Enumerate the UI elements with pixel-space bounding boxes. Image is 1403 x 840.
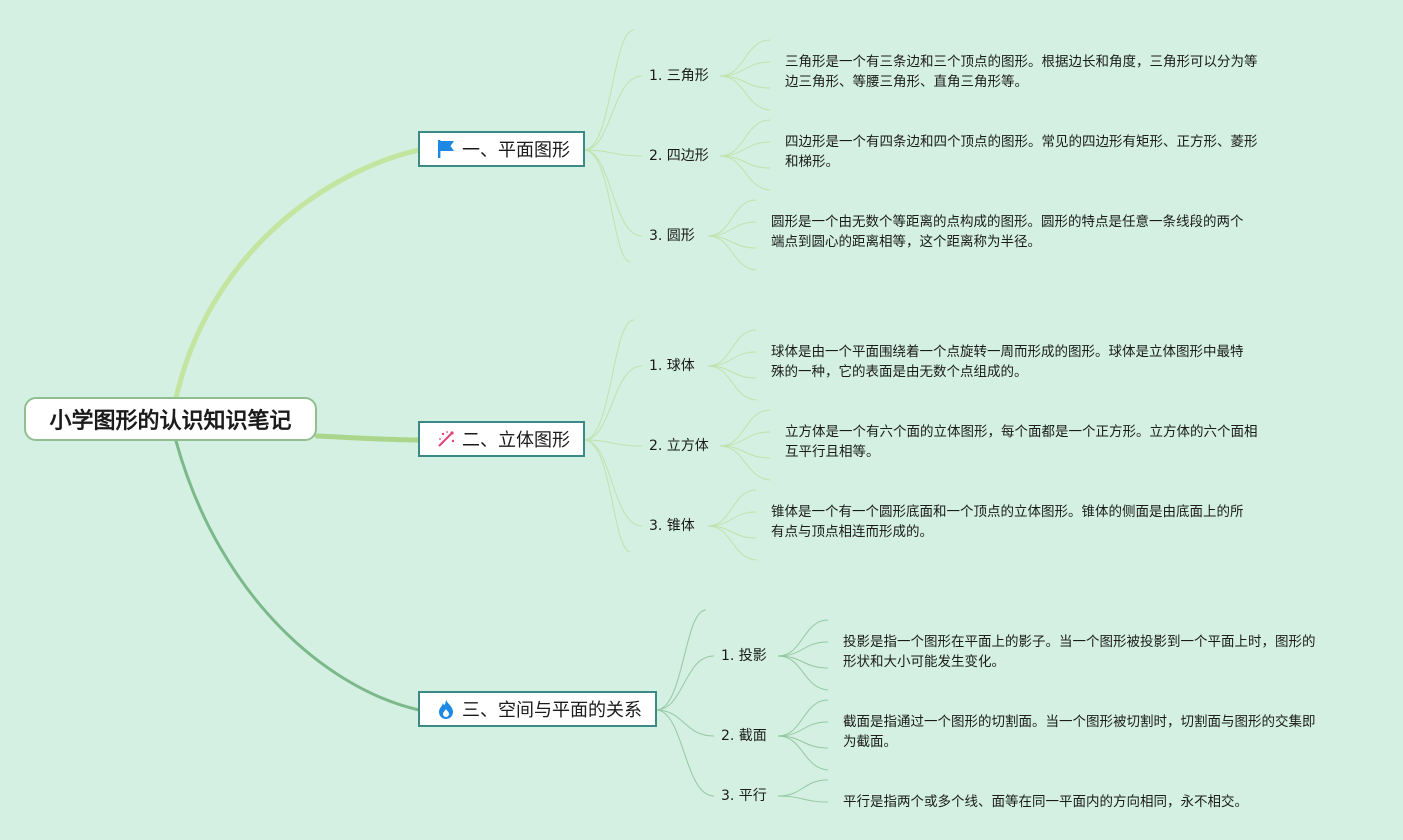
topic-cross-section[interactable]: 2. 截面 bbox=[721, 728, 767, 744]
branch-solid-shapes[interactable]: 二、立体图形 bbox=[418, 421, 585, 457]
root-branch-1-line bbox=[173, 147, 422, 401]
root-node[interactable]: 小学图形的认识知识笔记 bbox=[24, 397, 317, 441]
desc-sphere: 球体是由一个平面围绕着一个点旋转一周而形成的图形。球体是立体图形中最特殊的一种，… bbox=[771, 344, 1244, 380]
topic-sphere[interactable]: 1. 球体 bbox=[649, 358, 695, 374]
desc-cross-section: 截面是指通过一个图形的切割面。当一个图形被切割时，切割面与图形的交集即为截面。 bbox=[843, 714, 1316, 750]
root-branch-2-line bbox=[314, 433, 422, 443]
sparkle-icon bbox=[434, 427, 458, 451]
root-title: 小学图形的认识知识笔记 bbox=[49, 409, 292, 434]
desc-triangle: 三角形是一个有三条边和三个顶点的图形。根据边长和角度，三角形可以分为等边三角形、… bbox=[785, 54, 1258, 90]
branch-space-plane-relation[interactable]: 三、空间与平面的关系 bbox=[418, 691, 657, 727]
branch-title: 一、平面图形 bbox=[462, 140, 570, 161]
desc-quadrilateral: 四边形是一个有四条边和四个顶点的图形。常见的四边形有矩形、正方形、菱形和梯形。 bbox=[785, 134, 1258, 170]
root-branch-3-line bbox=[174, 439, 421, 712]
desc-cone: 锥体是一个有一个圆形底面和一个顶点的立体图形。锥体的侧面是由底面上的所有点与顶点… bbox=[771, 504, 1244, 540]
topic-cone[interactable]: 3. 锥体 bbox=[649, 518, 695, 534]
topic-circle[interactable]: 3. 圆形 bbox=[649, 228, 695, 244]
topic-parallel[interactable]: 3. 平行 bbox=[721, 788, 767, 804]
desc-cube: 立方体是一个有六个面的立体图形，每个面都是一个正方形。立方体的六个面相互平行且相… bbox=[785, 424, 1258, 460]
branch-planar-shapes[interactable]: 一、平面图形 bbox=[418, 131, 585, 167]
flag-icon bbox=[434, 137, 458, 161]
branch-title: 三、空间与平面的关系 bbox=[462, 700, 642, 721]
fire-icon bbox=[434, 697, 458, 721]
branch-title: 二、立体图形 bbox=[462, 430, 570, 451]
topic-projection[interactable]: 1. 投影 bbox=[721, 648, 767, 664]
desc-parallel: 平行是指两个或多个线、面等在同一平面内的方向相同，永不相交。 bbox=[843, 794, 1248, 810]
desc-projection: 投影是指一个图形在平面上的影子。当一个图形被投影到一个平面上时，图形的形状和大小… bbox=[843, 634, 1316, 670]
topic-cube[interactable]: 2. 立方体 bbox=[649, 438, 709, 454]
desc-circle: 圆形是一个由无数个等距离的点构成的图形。圆形的特点是任意一条线段的两个端点到圆心… bbox=[771, 214, 1244, 250]
topic-quadrilateral[interactable]: 2. 四边形 bbox=[649, 148, 709, 164]
topic-triangle[interactable]: 1. 三角形 bbox=[649, 68, 709, 84]
